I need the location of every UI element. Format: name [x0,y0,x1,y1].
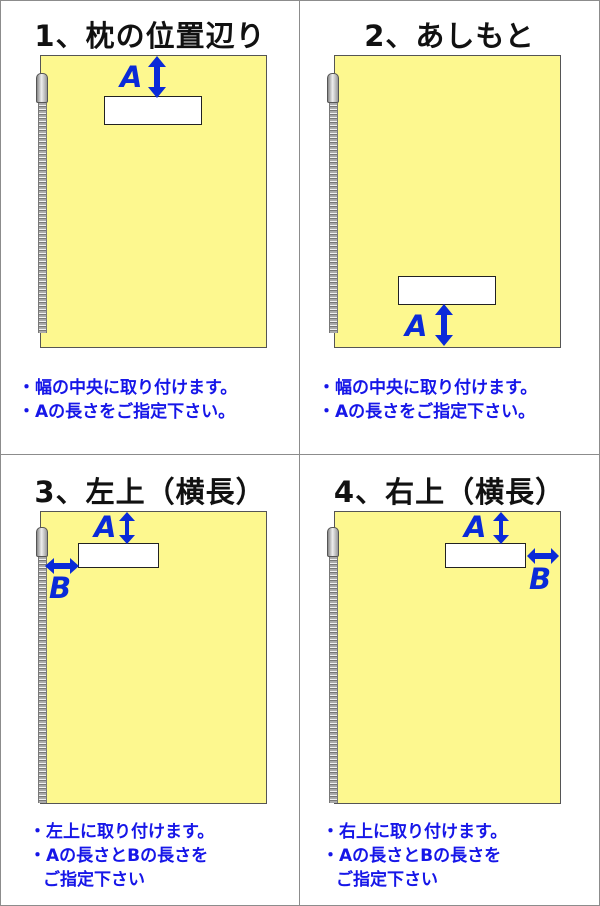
note-line: ・幅の中央に取り付けます。 [18,378,238,398]
panel-1: 1、枕の位置辺り A ・幅の中央に取り付けます。 ・Aの長さをご指定下さい。 [0,0,300,455]
note-line: ・Aの長さをご指定下さい。 [318,402,536,422]
mark-a: A [405,309,428,343]
mark-a: A [120,60,143,94]
panel-2-title: 2、あしもと [364,19,535,53]
note-line: ・Aの長さをご指定下さい。 [18,402,236,422]
note-line: ・幅の中央に取り付けます。 [318,378,538,398]
panel-3-title: 3、左上（横長） [34,475,266,509]
panel-3-notes: ・左上に取り付けます。 ・Aの長さとBの長さを ご指定下さい [29,820,214,892]
label-position [78,543,159,568]
a-arrow-icon [148,56,166,98]
panel-3: 3、左上（横長） A B ・左上に取り付けます。 ・Aの長さとBの長さを ご指定… [0,454,300,906]
a-arrow-icon [435,304,453,346]
mark-b: B [49,571,72,605]
panel-1-title: 1、枕の位置辺り [34,19,266,53]
panel-1-notes: ・幅の中央に取り付けます。 ・Aの長さをご指定下さい。 [18,376,237,424]
mark-b: B [529,562,552,596]
note-line: ご指定下さい [43,870,145,890]
note-line: ご指定下さい [336,870,438,890]
note-line: ・Aの長さとBの長さを [322,846,502,866]
label-position [445,543,526,568]
note-line: ・右上に取り付けます。 [322,822,508,842]
panel-4: 4、右上（横長） A B ・右上に取り付けます。 ・Aの長さとBの長さを ご指定… [299,454,600,906]
panel-2: 2、あしもと A ・幅の中央に取り付けます。 ・Aの長さをご指定下さい。 [299,0,600,455]
label-position [104,96,202,125]
note-line: ・Aの長さとBの長さを [29,846,209,866]
b-arrow-icon [527,548,559,564]
a-arrow-icon [119,512,135,544]
mark-a: A [94,510,117,544]
a-arrow-icon [493,512,509,544]
note-line: ・左上に取り付けます。 [29,822,215,842]
b-arrow-icon [45,558,79,574]
panel-4-notes: ・右上に取り付けます。 ・Aの長さとBの長さを ご指定下さい [322,820,507,892]
label-position [398,276,496,305]
panel-4-title: 4、右上（横長） [333,475,566,509]
mark-a: A [464,510,487,544]
panel-2-notes: ・幅の中央に取り付けます。 ・Aの長さをご指定下さい。 [318,376,537,424]
